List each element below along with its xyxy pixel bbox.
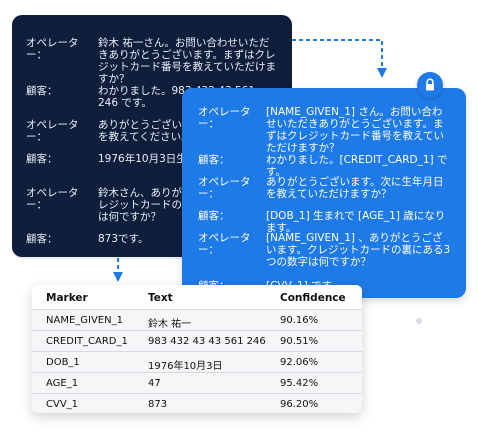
speaker-label: オペレーター：: [198, 232, 251, 256]
speaker-label: オペレーター：: [198, 106, 251, 130]
message-text: ありがとうございます。次に生年月日を教えていただけますか？: [266, 176, 444, 200]
text-cell: 47: [148, 378, 161, 389]
confidence-cell: 92.06%: [280, 357, 319, 368]
decorative-dot: [416, 318, 422, 324]
redacted-transcript-panel: オペレーター： [NAME_GIVEN_1] さん。お問い合わせいただきありがと…: [182, 88, 466, 298]
text-cell: 873: [148, 399, 168, 410]
speaker-label: オペレーター：: [26, 187, 79, 211]
speaker-label: オペレーター：: [198, 176, 251, 200]
speaker-label: オペレーター：: [26, 119, 79, 143]
message-text: [NAME_GIVEN_1] 、ありがとうございます。クレジットカードの裏にある…: [266, 232, 451, 268]
message-text: 873です。: [98, 233, 149, 245]
confidence-cell: 90.51%: [280, 336, 319, 347]
table-row: CVV_1 873 96.20%: [32, 393, 362, 413]
table-header: Marker Text Confidence: [32, 285, 362, 310]
marker-cell: NAME_GIVEN_1: [46, 315, 123, 326]
entity-table: Marker Text Confidence NAME_GIVEN_1 鈴木 祐…: [32, 285, 362, 413]
lock-badge: [417, 72, 443, 98]
confidence-cell: 90.16%: [280, 315, 319, 326]
confidence-cell: 96.20%: [280, 399, 319, 410]
arrow-head-table: [113, 272, 123, 282]
column-header-text: Text: [148, 292, 173, 304]
marker-cell: DOB_1: [46, 357, 80, 368]
table-row: AGE_1 47 95.42%: [32, 372, 362, 394]
table-row: DOB_1 1976年10月3日 92.06%: [32, 351, 362, 373]
text-cell: 983 432 43 43 561 246: [148, 336, 266, 347]
marker-cell: CVV_1: [46, 399, 79, 410]
text-cell: 鈴木 祐一: [148, 319, 192, 330]
column-header-confidence: Confidence: [280, 292, 346, 304]
speaker-label: 顧客：: [26, 233, 58, 245]
marker-cell: AGE_1: [46, 378, 79, 389]
table-row: NAME_GIVEN_1 鈴木 祐一 90.16%: [32, 309, 362, 331]
arrow-head-redacted: [377, 68, 387, 78]
speaker-label: 顧客：: [26, 85, 58, 97]
speaker-label: オペレーター：: [26, 37, 79, 61]
text-cell: 1976年10月3日: [148, 361, 223, 372]
confidence-cell: 95.42%: [280, 378, 319, 389]
message-text: 鈴木 祐一さん。お問い合わせいただきありがとうございます。まずはクレジットカード…: [98, 37, 276, 85]
speaker-label: 顧客：: [198, 210, 230, 222]
marker-cell: CREDIT_CARD_1: [46, 336, 128, 347]
message-text: わかりました。[CREDIT_CARD_1] です。: [266, 154, 448, 178]
arrow-to-redacted: [292, 39, 383, 70]
table-row: CREDIT_CARD_1 983 432 43 43 561 246 90.5…: [32, 330, 362, 352]
speaker-label: 顧客：: [198, 154, 230, 166]
message-text: [NAME_GIVEN_1] さん。お問い合わせいただきありがとうございます。ま…: [266, 106, 444, 154]
lock-icon: [426, 78, 434, 91]
message-text: [DOB_1] 生まれで [AGE_1] 歳になります。: [266, 210, 446, 234]
speaker-label: 顧客：: [26, 153, 58, 165]
column-header-marker: Marker: [46, 292, 88, 304]
